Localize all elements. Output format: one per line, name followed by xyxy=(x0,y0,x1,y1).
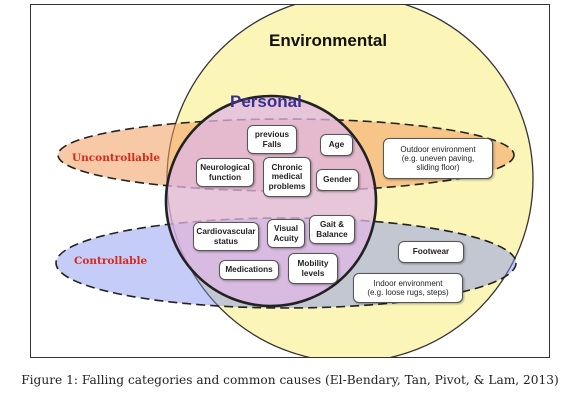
controllable-label: Controllable xyxy=(74,255,148,267)
figure-caption: Figure 1: Falling categories and common … xyxy=(21,373,559,387)
uncontrollable-label: Uncontrollable xyxy=(72,152,160,164)
previous-falls-box: previous Falls xyxy=(247,125,297,154)
personal-title: Personal xyxy=(230,92,302,111)
visual-acuity-box: Visual Acuity xyxy=(267,219,305,248)
figure-frame: Environmental Personal Uncontrollable Co… xyxy=(30,4,550,358)
gender-box: Gender xyxy=(316,169,359,191)
cardiovascular-status-box: Cardiovascular status xyxy=(193,222,259,251)
mobility-levels-box: Mobility levels xyxy=(288,253,338,284)
outdoor-environment-box: Outdoor environment (e.g. uneven paving,… xyxy=(383,138,493,179)
neurological-function-box: Neurological function xyxy=(196,158,254,187)
chronic-medical-problems-box: Chronic medical problems xyxy=(263,157,311,197)
indoor-environment-box: Indoor environment (e.g. loose rugs, ste… xyxy=(353,273,463,303)
gait-balance-box: Gait & Balance xyxy=(309,215,355,244)
footwear-box: Footwear xyxy=(398,241,464,263)
medications-box: Medications xyxy=(219,260,279,280)
environmental-title: Environmental xyxy=(269,31,388,50)
age-box: Age xyxy=(320,134,353,156)
